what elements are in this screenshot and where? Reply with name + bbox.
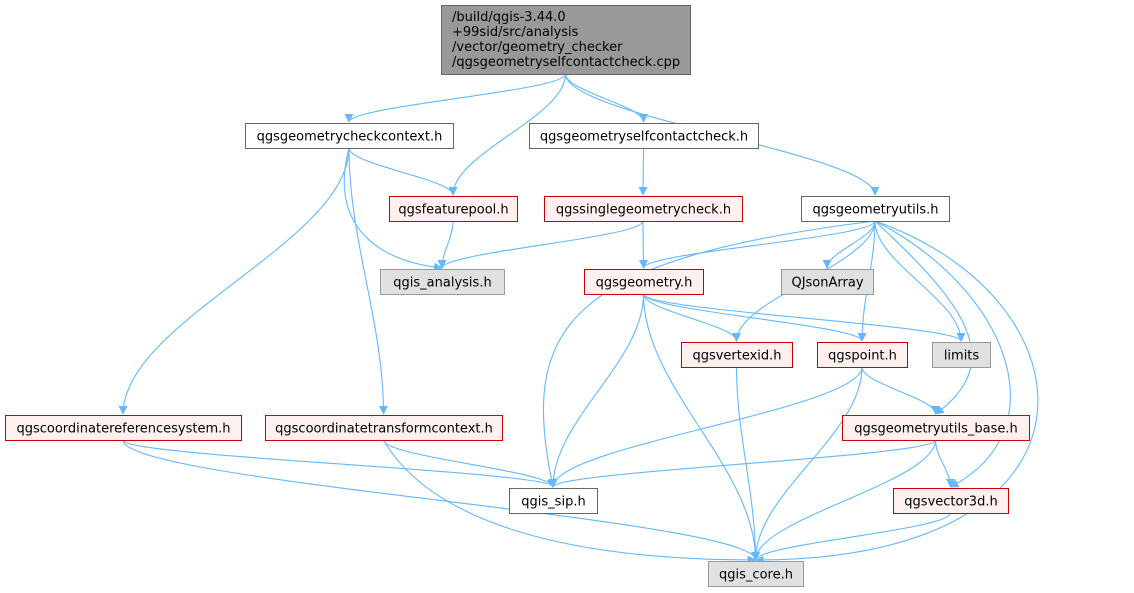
edge-point-to-core	[751, 366, 863, 561]
node-transformctx[interactable]: qgscoordinatetransformcontext.h	[265, 415, 503, 441]
node-box	[681, 342, 793, 368]
edge-selfcontact_h-to-singlegeom	[638, 147, 648, 196]
node-label: qgscoordinatetransformcontext.h	[275, 422, 493, 437]
edge-transformctx-to-sip	[382, 439, 558, 488]
node-label: qgis_core.h	[719, 568, 793, 583]
node-label: qgscoordinatereferencesystem.h	[16, 422, 230, 437]
dependency-edges	[118, 73, 1039, 565]
node-label: qgsvector3d.h	[904, 495, 997, 510]
edge-geomutils-to-sip	[542, 220, 876, 488]
node-vector3d[interactable]: qgsvector3d.h	[893, 488, 1009, 514]
node-qjsonarray[interactable]: QJsonArray	[781, 269, 874, 295]
node-box	[529, 123, 759, 149]
node-label: qgsgeometrycheckcontext.h	[257, 130, 443, 145]
edge-point-to-utilsbase	[861, 366, 940, 415]
node-box	[932, 342, 991, 368]
edge-utilsbase-to-core	[751, 439, 937, 561]
node-featurepool[interactable]: qgsfeaturepool.h	[389, 196, 518, 222]
edge-root-to-featurepool	[448, 73, 567, 196]
node-box	[509, 488, 598, 514]
node-label: qgsgeometryutils.h	[813, 203, 939, 218]
node-label: +99sid/src/analysis	[452, 25, 579, 40]
node-checkcontext[interactable]: qgsgeometrycheckcontext.h	[245, 123, 454, 149]
edge-checkcontext-to-crs	[118, 147, 350, 415]
node-box	[893, 488, 1009, 514]
edge-root-to-selfcontact_h	[564, 73, 648, 123]
node-label: /vector/geometry_checker	[452, 40, 623, 55]
node-box	[441, 5, 691, 75]
edge-geomutils-to-utilsbase	[874, 220, 973, 415]
edge-checkcontext-to-analysis	[343, 147, 443, 272]
node-label: qgis_analysis.h	[393, 276, 491, 291]
dependency-nodes: /build/qgis-3.44.0+99sid/src/analysis/ve…	[5, 5, 1030, 587]
edge-crs-to-core	[122, 439, 760, 561]
node-box	[817, 342, 908, 368]
node-box	[708, 561, 804, 587]
node-geometry[interactable]: qgsgeometry.h	[584, 269, 704, 295]
node-geomutils[interactable]: qgsgeometryutils.h	[801, 196, 950, 222]
node-box	[380, 269, 505, 295]
node-selfcontact_h[interactable]: qgsgeometryselfcontactcheck.h	[529, 123, 759, 149]
node-analysis[interactable]: qgis_analysis.h	[380, 269, 505, 295]
node-box	[842, 415, 1030, 441]
node-box	[389, 196, 518, 222]
node-box	[245, 123, 454, 149]
node-sip[interactable]: qgis_sip.h	[509, 488, 598, 514]
node-vertexid[interactable]: qgsvertexid.h	[681, 342, 793, 368]
node-singlegeom[interactable]: qgssinglegeometrycheck.h	[544, 196, 743, 222]
edge-checkcontext-to-featurepool	[348, 147, 458, 196]
edge-geomutils-to-limits	[874, 220, 966, 342]
edge-geometry-to-core	[642, 293, 760, 561]
node-root: /build/qgis-3.44.0+99sid/src/analysis/ve…	[441, 5, 691, 75]
node-label: limits	[944, 349, 980, 364]
edge-geometry-to-point	[642, 293, 867, 342]
edge-singlegeom-to-analysis	[437, 220, 644, 269]
node-label: qgsgeometryutils_base.h	[854, 422, 1017, 437]
edge-utilsbase-to-sip	[548, 439, 937, 488]
node-core[interactable]: qgis_core.h	[708, 561, 804, 587]
node-label: qgsfeaturepool.h	[398, 203, 508, 218]
node-label: qgspoint.h	[828, 349, 897, 364]
node-utilsbase[interactable]: qgsgeometryutils_base.h	[842, 415, 1030, 441]
node-label: qgsgeometryselfcontactcheck.h	[540, 130, 748, 145]
edge-featurepool-to-analysis	[437, 220, 454, 269]
node-point[interactable]: qgspoint.h	[817, 342, 908, 368]
edge-geomutils-to-qjsonarray	[822, 220, 876, 269]
edge-geometry-to-limits	[642, 293, 966, 342]
node-box	[5, 415, 242, 441]
node-label: qgssinglegeometrycheck.h	[556, 203, 731, 218]
edge-checkcontext-to-transformctx	[348, 147, 388, 415]
node-label: QJsonArray	[791, 276, 863, 291]
edge-point-to-sip	[548, 366, 863, 488]
node-crs[interactable]: qgscoordinatereferencesystem.h	[5, 415, 242, 441]
node-box	[781, 269, 874, 295]
node-label: qgsvertexid.h	[692, 349, 781, 364]
edge-geometry-to-sip	[548, 293, 645, 488]
node-limits[interactable]: limits	[932, 342, 991, 368]
node-label: qgis_sip.h	[521, 495, 585, 510]
edge-transformctx-to-core	[383, 439, 757, 565]
edge-geomutils-to-vector3d	[874, 220, 1011, 488]
edge-root-to-checkcontext	[344, 73, 567, 123]
edge-crs-to-sip	[122, 439, 558, 488]
node-label: /qgsgeometryselfcontactcheck.cpp	[452, 55, 680, 70]
edge-singlegeom-to-geometry	[638, 220, 648, 269]
edge-geometry-to-vertexid	[642, 293, 741, 342]
node-label: /build/qgis-3.44.0	[452, 10, 566, 25]
node-label: qgsgeometry.h	[596, 276, 693, 291]
edge-geomutils-to-geometry	[639, 220, 876, 269]
edge-vector3d-to-core	[751, 512, 952, 561]
edge-geomutils-to-core	[754, 220, 1039, 565]
node-box	[265, 415, 503, 441]
node-box	[801, 196, 950, 222]
edge-utilsbase-to-vector3d	[934, 439, 955, 488]
node-box	[544, 196, 743, 222]
node-box	[584, 269, 704, 295]
